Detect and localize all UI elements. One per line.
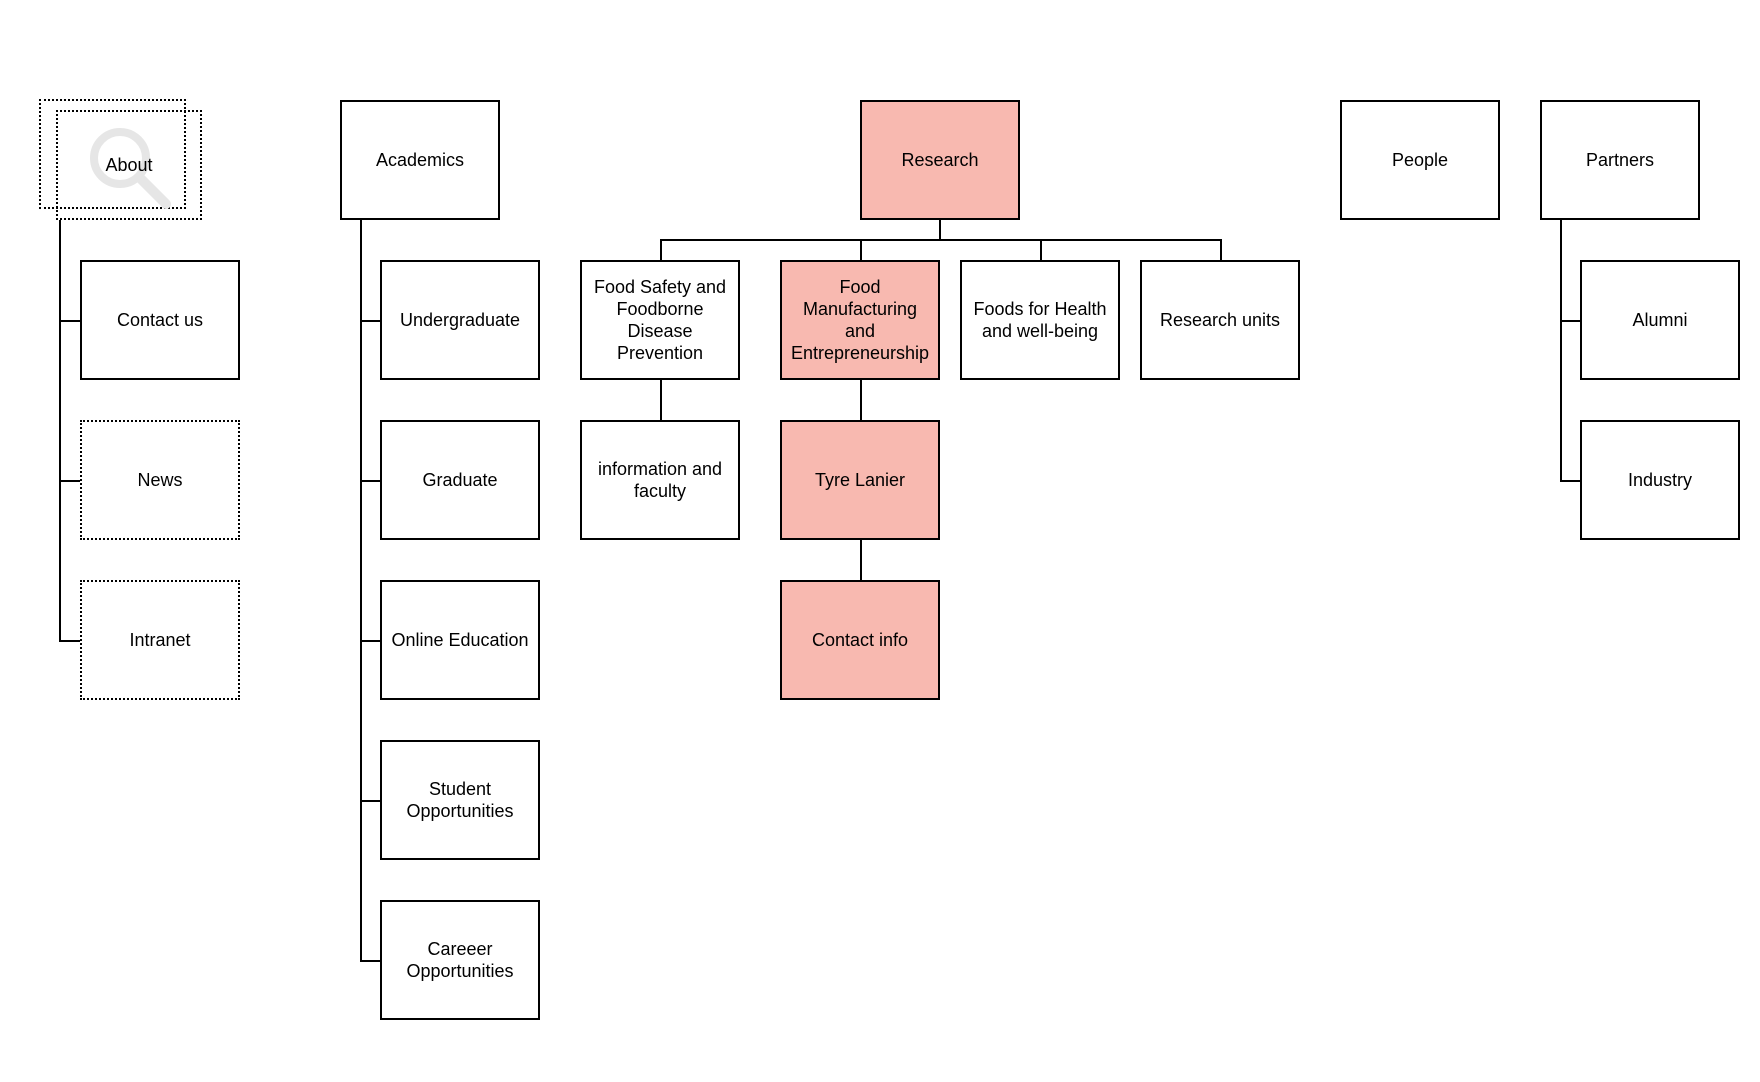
connector bbox=[660, 239, 662, 260]
node-alumni[interactable]: Alumni bbox=[1580, 260, 1740, 380]
connector bbox=[360, 640, 381, 642]
connector bbox=[360, 960, 381, 962]
connector bbox=[59, 220, 61, 642]
node-news[interactable]: News bbox=[80, 420, 240, 540]
node-label: Food Safety and Foodborne Disease Preven… bbox=[593, 277, 727, 363]
connector bbox=[860, 540, 862, 580]
node-research[interactable]: Research bbox=[860, 100, 1020, 220]
node-label: Foods for Health and well-being bbox=[973, 299, 1107, 341]
connector bbox=[1560, 220, 1562, 482]
node-information-faculty[interactable]: information and faculty bbox=[580, 420, 740, 540]
node-label: Contact us bbox=[116, 310, 204, 330]
node-label: Industry bbox=[1627, 470, 1693, 490]
node-label: People bbox=[1391, 150, 1449, 170]
connector bbox=[939, 220, 941, 240]
node-industry[interactable]: Industry bbox=[1580, 420, 1740, 540]
search-icon bbox=[90, 128, 171, 209]
node-tyre-lanier[interactable]: Tyre Lanier bbox=[780, 420, 940, 540]
node-label: Online Education bbox=[391, 630, 529, 650]
node-about[interactable]: About bbox=[56, 110, 202, 220]
node-label: Intranet bbox=[129, 630, 191, 650]
connector bbox=[360, 320, 381, 322]
node-academics[interactable]: Academics bbox=[340, 100, 500, 220]
connector bbox=[360, 220, 362, 962]
node-label: Student Opportunities bbox=[406, 779, 514, 821]
connector bbox=[59, 640, 80, 642]
node-label: Tyre Lanier bbox=[814, 470, 906, 490]
connector bbox=[1040, 239, 1042, 260]
node-label: Food Manufacturing and Entrepreneurship bbox=[790, 277, 930, 363]
node-student-opportunities[interactable]: Student Opportunities bbox=[380, 740, 540, 860]
node-label: Research bbox=[901, 150, 979, 170]
node-undergraduate[interactable]: Undergraduate bbox=[380, 260, 540, 380]
connector bbox=[860, 380, 862, 420]
node-label: information and faculty bbox=[597, 459, 723, 501]
node-contact-us[interactable]: Contact us bbox=[80, 260, 240, 380]
node-label: News bbox=[137, 470, 183, 490]
connector bbox=[1560, 320, 1581, 322]
node-online-education[interactable]: Online Education bbox=[380, 580, 540, 700]
connector bbox=[1220, 239, 1222, 260]
node-label: Undergraduate bbox=[399, 310, 521, 330]
about-ghost-outline bbox=[39, 99, 186, 209]
node-research-units[interactable]: Research units bbox=[1140, 260, 1300, 380]
node-label: Research units bbox=[1159, 310, 1281, 330]
node-intranet[interactable]: Intranet bbox=[80, 580, 240, 700]
connector bbox=[1560, 480, 1581, 482]
connector bbox=[660, 380, 662, 420]
node-label: Contact info bbox=[811, 630, 909, 650]
node-career-opportunities[interactable]: Careeer Opportunities bbox=[380, 900, 540, 1020]
connector bbox=[360, 800, 381, 802]
connector bbox=[360, 480, 381, 482]
connector bbox=[860, 239, 862, 260]
node-contact-info[interactable]: Contact info bbox=[780, 580, 940, 700]
node-graduate[interactable]: Graduate bbox=[380, 420, 540, 540]
node-label: Partners bbox=[1585, 150, 1655, 170]
node-label: About bbox=[105, 155, 153, 175]
node-label: Careeer Opportunities bbox=[406, 939, 514, 981]
node-people[interactable]: People bbox=[1340, 100, 1500, 220]
node-food-manufacturing[interactable]: Food Manufacturing and Entrepreneurship bbox=[780, 260, 940, 380]
node-foods-for-health[interactable]: Foods for Health and well-being bbox=[960, 260, 1120, 380]
node-partners[interactable]: Partners bbox=[1540, 100, 1700, 220]
node-food-safety[interactable]: Food Safety and Foodborne Disease Preven… bbox=[580, 260, 740, 380]
node-label: Academics bbox=[375, 150, 465, 170]
connector bbox=[660, 239, 1221, 241]
connector bbox=[59, 480, 80, 482]
connector bbox=[59, 320, 80, 322]
node-label: Alumni bbox=[1632, 310, 1688, 330]
node-label: Graduate bbox=[422, 470, 498, 490]
